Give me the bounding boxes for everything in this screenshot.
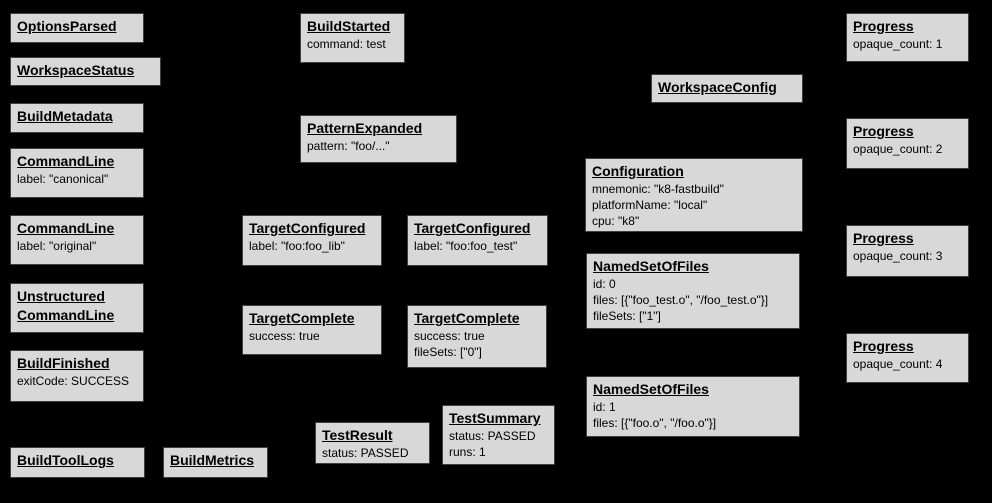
node-field: fileSets: ["1"] (593, 309, 661, 323)
node-title: TargetComplete (249, 310, 355, 326)
node-field: exitCode: SUCCESS (17, 374, 130, 388)
node-progress-2: Progress opaque_count: 2 (846, 118, 969, 169)
node-title: Progress (853, 230, 914, 246)
node-unstructured-command-line: Unstructured CommandLine (10, 283, 144, 333)
node-field: mnemonic: "k8-fastbuild" (592, 182, 724, 196)
node-workspace-config: WorkspaceConfig (651, 74, 803, 103)
node-field: cpu: "k8" (592, 214, 640, 228)
node-field: files: [{"foo_test.o", "/foo_test.o"}] (593, 293, 769, 307)
node-build-started: BuildStarted command: test (300, 13, 405, 63)
node-title: PatternExpanded (307, 120, 423, 136)
node-title: Progress (853, 123, 914, 139)
node-field: opaque_count: 1 (853, 37, 943, 51)
node-field: runs: 1 (449, 445, 486, 459)
node-build-metadata: BuildMetadata (10, 103, 144, 133)
node-progress-3: Progress opaque_count: 3 (846, 225, 969, 277)
node-test-summary: TestSummary status: PASSED runs: 1 (442, 405, 555, 465)
node-test-result: TestResult status: PASSED (315, 422, 430, 464)
node-field: platformName: "local" (592, 198, 708, 212)
node-title: NamedSetOfFiles (593, 258, 709, 274)
node-title: Unstructured CommandLine (17, 288, 115, 323)
node-build-finished: BuildFinished exitCode: SUCCESS (10, 350, 144, 402)
node-title: BuildMetrics (170, 452, 255, 468)
node-progress-1: Progress opaque_count: 1 (846, 13, 969, 62)
node-field: id: 1 (593, 400, 616, 414)
node-configuration: Configuration mnemonic: "k8-fastbuild" pl… (585, 158, 803, 232)
node-title: BuildFinished (17, 355, 110, 371)
node-title: WorkspaceStatus (17, 62, 135, 78)
node-title: OptionsParsed (17, 18, 117, 34)
node-build-tool-logs: BuildToolLogs (10, 447, 145, 478)
node-named-set-of-files-0: NamedSetOfFiles id: 0 files: [{"foo_test.… (586, 253, 800, 329)
node-title: CommandLine (17, 220, 115, 236)
node-title: Progress (853, 338, 914, 354)
node-workspace-status: WorkspaceStatus (10, 57, 161, 86)
node-target-configured-foo-test: TargetConfigured label: "foo:foo_test" (407, 215, 548, 266)
node-named-set-of-files-1: NamedSetOfFiles id: 1 files: [{"foo.o", "… (586, 376, 800, 437)
node-field: status: PASSED (322, 446, 409, 460)
node-target-complete-foo-lib: TargetComplete success: true (242, 305, 382, 355)
node-title: CommandLine (17, 153, 115, 169)
node-title: TestResult (322, 427, 393, 443)
node-title: TargetConfigured (414, 220, 531, 236)
node-options-parsed: OptionsParsed (10, 13, 144, 43)
node-title: TestSummary (449, 410, 541, 426)
node-field: pattern: "foo/..." (307, 139, 390, 153)
node-field: label: "foo:foo_test" (414, 239, 518, 253)
node-title: Progress (853, 18, 914, 34)
node-command-line-canonical: CommandLine label: "canonical" (10, 148, 144, 198)
node-title: BuildToolLogs (17, 452, 114, 468)
node-title: TargetComplete (414, 310, 520, 326)
node-title: BuildStarted (307, 18, 391, 34)
node-title: TargetConfigured (249, 220, 366, 236)
node-field: opaque_count: 2 (853, 142, 943, 156)
node-field: files: [{"foo.o", "/foo.o"}] (593, 416, 717, 430)
node-field: label: "original" (17, 239, 97, 253)
node-title: NamedSetOfFiles (593, 381, 709, 397)
node-title: BuildMetadata (17, 108, 113, 124)
node-target-configured-foo-lib: TargetConfigured label: "foo:foo_lib" (242, 215, 382, 266)
node-build-metrics: BuildMetrics (163, 447, 268, 478)
node-field: status: PASSED (449, 429, 536, 443)
node-field: label: "canonical" (17, 172, 109, 186)
node-field: label: "foo:foo_lib" (249, 239, 345, 253)
node-pattern-expanded: PatternExpanded pattern: "foo/..." (300, 115, 457, 163)
node-field: opaque_count: 4 (853, 357, 943, 371)
node-command-line-original: CommandLine label: "original" (10, 215, 144, 265)
node-target-complete-foo-test: TargetComplete success: true fileSets: ["… (407, 305, 547, 368)
node-field: command: test (307, 37, 386, 51)
node-field: success: true (414, 329, 485, 343)
node-title: Configuration (592, 163, 684, 179)
node-field: opaque_count: 3 (853, 249, 943, 263)
node-title: WorkspaceConfig (658, 79, 777, 95)
node-field: fileSets: ["0"] (414, 345, 482, 359)
node-field: id: 0 (593, 277, 616, 291)
node-progress-4: Progress opaque_count: 4 (846, 333, 969, 383)
node-field: success: true (249, 329, 320, 343)
